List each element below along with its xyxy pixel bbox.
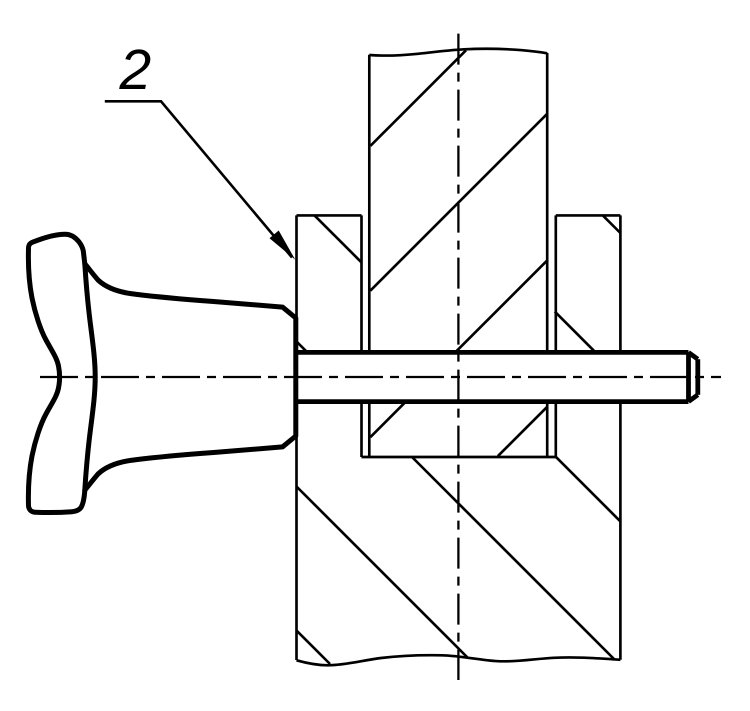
svg-text:2: 2 (119, 38, 152, 102)
